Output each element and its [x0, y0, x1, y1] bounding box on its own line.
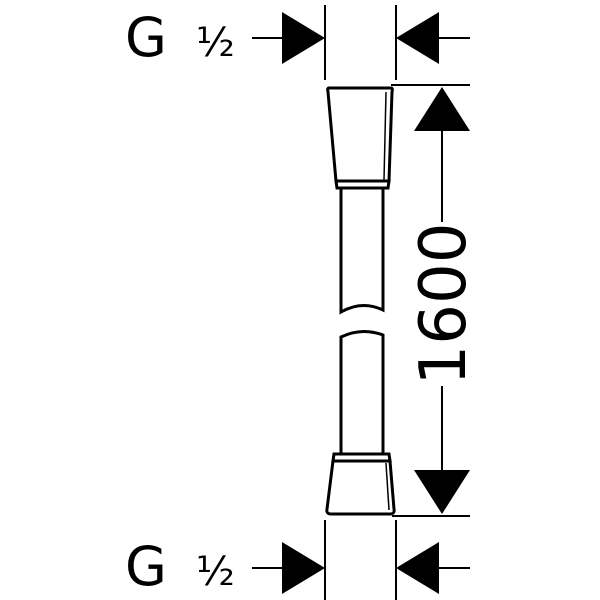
hose-lower-segment: [339, 330, 385, 454]
top-thread-letter: G: [125, 6, 167, 69]
length-dimension-value: 1600: [407, 223, 481, 386]
length-arrow-up: [414, 87, 470, 131]
bottom-thread-letter: G: [125, 535, 167, 598]
length-arrow-down: [414, 470, 470, 514]
bottom-fitting: [325, 459, 396, 516]
shower-hose: [325, 86, 396, 516]
bottom-thread-label: G ½: [125, 535, 235, 598]
hose-upper-segment: [339, 188, 385, 315]
top-diameter-dimension: [252, 5, 470, 80]
top-arrow-right-pointing: [282, 12, 325, 64]
top-arrow-left-pointing: [396, 12, 439, 64]
top-fitting: [326, 86, 394, 183]
bottom-diameter-dimension: [252, 520, 470, 600]
bottom-thread-fraction: ½: [196, 549, 235, 595]
top-fitting-inner-line: [383, 91, 387, 181]
top-thread-fraction: ½: [196, 20, 235, 66]
bottom-arrow-right-pointing: [282, 542, 325, 594]
top-fitting-collar: [334, 179, 391, 190]
bottom-arrow-left-pointing: [396, 542, 439, 594]
length-dimension: [391, 84, 470, 517]
top-thread-label: G ½: [125, 6, 235, 69]
bottom-fitting-inner-line: [385, 462, 390, 511]
